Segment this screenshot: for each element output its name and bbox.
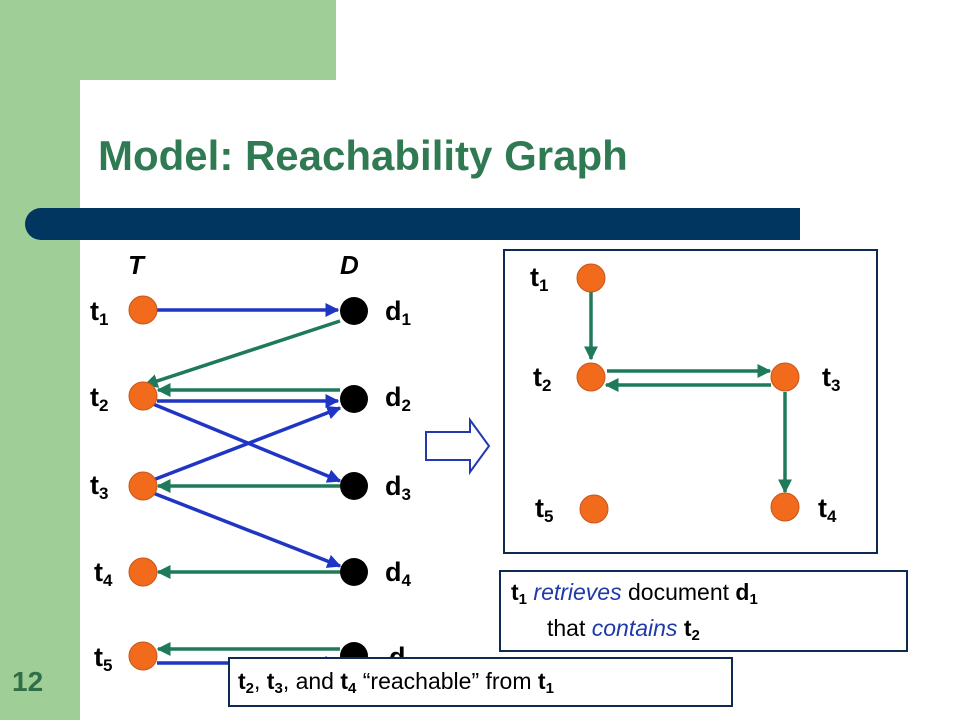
note-doc-d1: d1: [735, 579, 758, 608]
retrieves-note: t1 retrieves document d1 that contains t…: [499, 570, 908, 652]
note2-term-t2: t2: [238, 668, 255, 697]
reach-label-t1: t1: [530, 262, 549, 295]
doc-node-d1: [340, 297, 368, 325]
reach-node-t1: [576, 263, 606, 293]
doc-node-d3: [340, 472, 368, 500]
term-column-header: T: [128, 250, 144, 280]
note2-sep-comma: ,: [254, 668, 267, 694]
left-accent-band: [0, 0, 80, 720]
doc-label-d1: d1: [385, 296, 411, 329]
term-node-t3: [128, 471, 158, 501]
doc-label-d4: d4: [385, 557, 411, 590]
term-label-t5: t5: [94, 642, 113, 675]
note2-term-t4: t4: [340, 668, 357, 697]
term-label-t2: t2: [90, 382, 109, 415]
note-term-t1: t1: [511, 579, 528, 608]
note-word-that: that: [547, 615, 586, 641]
note-verb-contains: contains: [591, 615, 678, 641]
reach-label-t5: t5: [535, 493, 554, 526]
edge-t3-d2: [152, 405, 342, 482]
term-node-t5: [128, 641, 158, 671]
top-accent-band: [80, 0, 336, 80]
title-underline-bar: [25, 208, 800, 240]
term-node-t1: [128, 295, 158, 325]
reach-node-t5: [579, 494, 609, 524]
note2-term-t3: t3: [266, 668, 283, 697]
reachability-panel: [503, 249, 878, 554]
reach-label-t3: t3: [822, 362, 841, 395]
doc-label-d3: d3: [385, 471, 411, 504]
note-word-document: document: [628, 579, 730, 605]
slide-title: Model: Reachability Graph: [98, 132, 628, 179]
note2-sep-and: , and: [282, 668, 341, 694]
term-node-t4: [128, 557, 158, 587]
note2-term-t1: t1: [537, 668, 554, 697]
doc-label-d2: d2: [385, 382, 411, 415]
implies-arrow-icon: [425, 416, 491, 476]
note2-text: “reachable” from: [356, 668, 538, 694]
reach-node-t3: [770, 362, 800, 392]
doc-node-d2: [340, 385, 368, 413]
note-verb-retrieves: retrieves: [533, 579, 622, 605]
term-label-t3: t3: [90, 470, 109, 503]
reach-label-t2: t2: [533, 362, 552, 395]
term-label-t4: t4: [94, 557, 113, 590]
term-node-t2: [128, 381, 158, 411]
reach-node-t2: [576, 362, 606, 392]
reach-node-t4: [770, 492, 800, 522]
edge-d1-t2: [143, 319, 341, 388]
reach-label-t4: t4: [818, 493, 837, 526]
doc-node-d4: [340, 558, 368, 586]
doc-column-header: D: [340, 250, 359, 280]
note-term-t2: t2: [683, 615, 700, 644]
term-label-t1: t1: [90, 296, 109, 329]
edge-t3-d4: [152, 491, 342, 568]
slide-number: 12: [12, 666, 44, 697]
reachable-note: t2, t3, and t4 “reachable” from t1: [228, 657, 733, 707]
